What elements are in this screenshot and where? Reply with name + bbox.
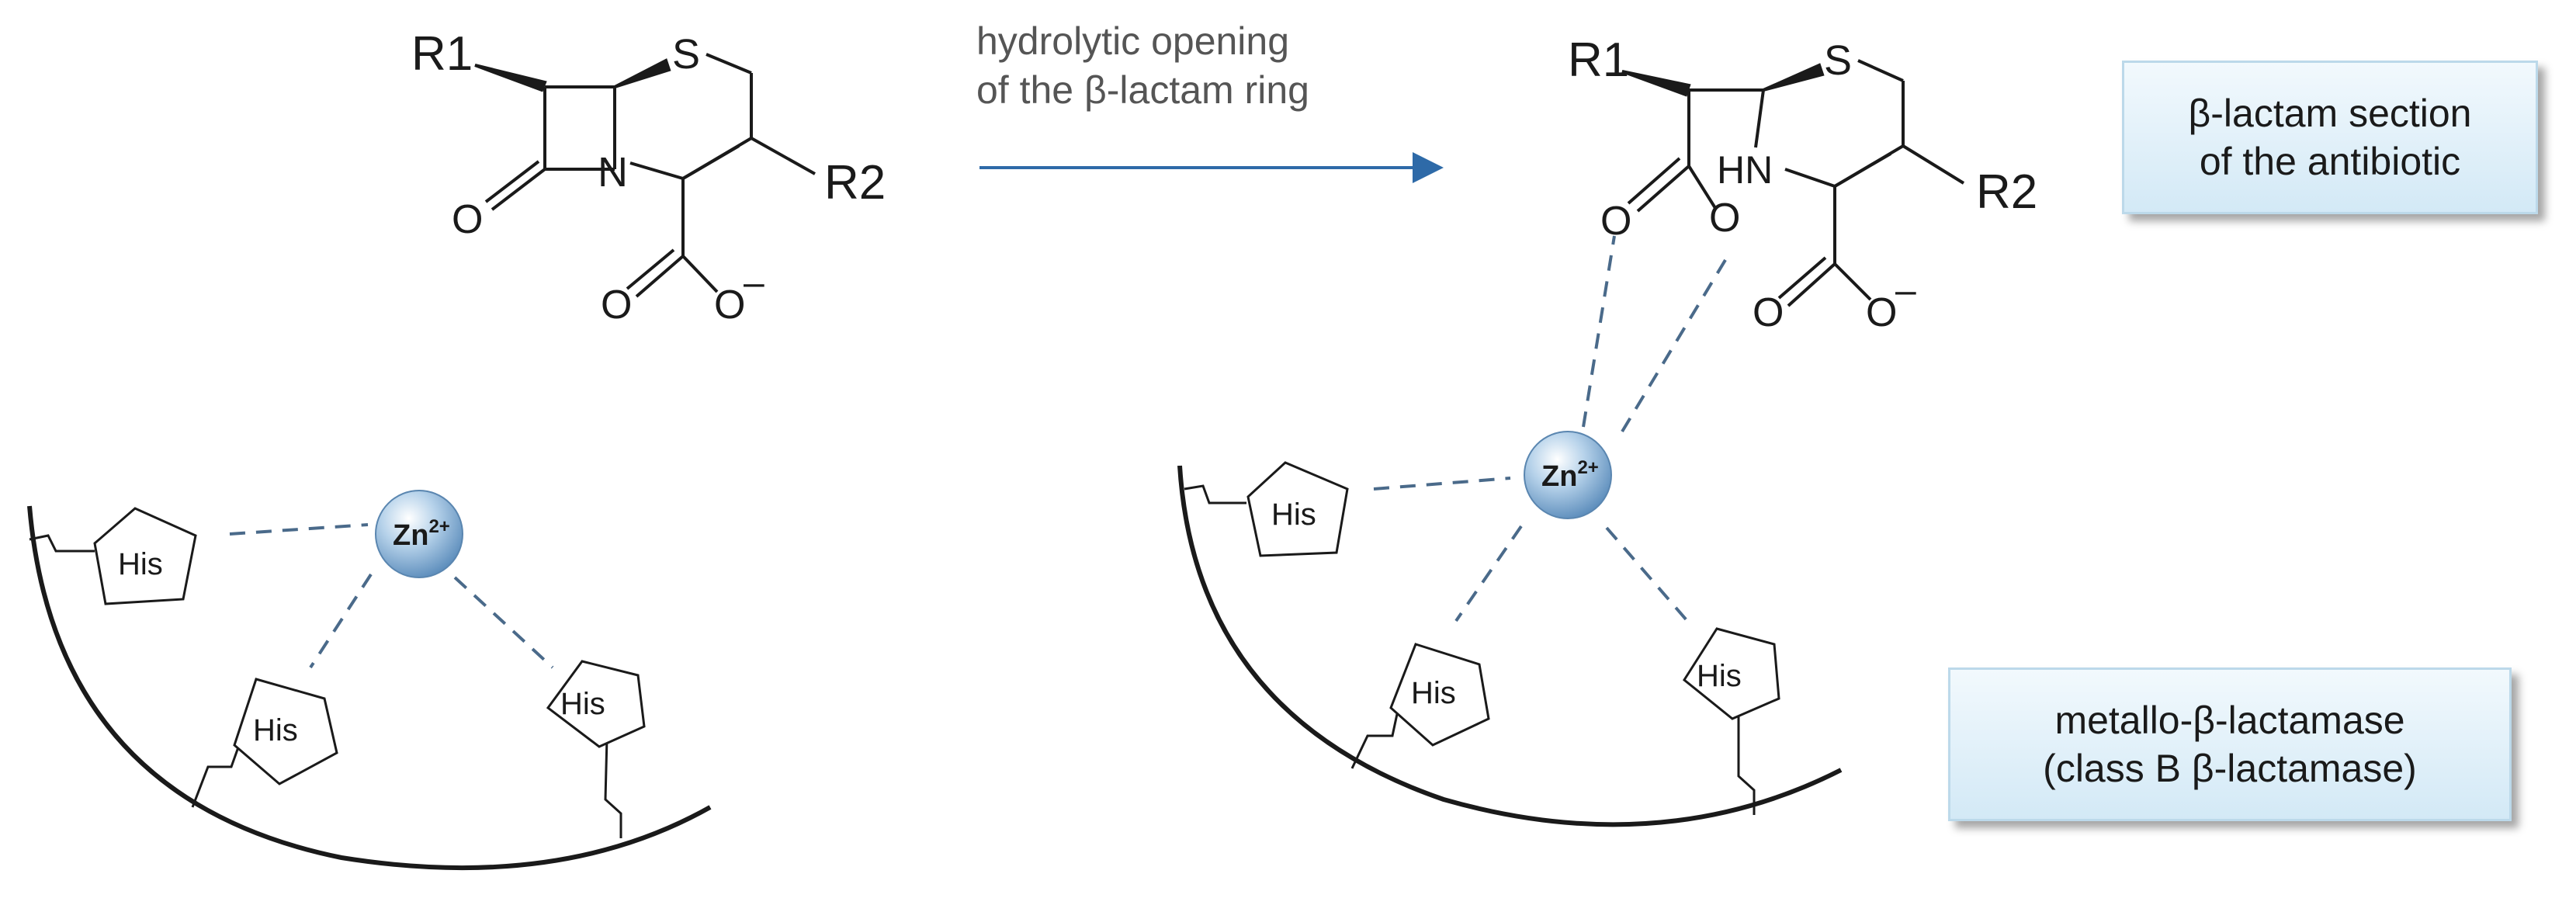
his-linker-right-3 <box>1737 713 1756 815</box>
r2-bond <box>751 137 816 175</box>
zinc-ion-left <box>375 490 463 578</box>
oxygen-label-right-carboxyl: O <box>1753 290 1784 335</box>
lactam-box-line-2: of the antibiotic <box>2199 140 2461 183</box>
left-enzyme-site: His His His Zn2+ <box>27 490 712 871</box>
oxygen-label-left-carboxyl: O <box>601 283 632 328</box>
carboxyl-co-1 <box>635 255 685 298</box>
lactam-carbonyl-2 <box>484 160 540 203</box>
carboxyl-co-1-right <box>1787 262 1836 307</box>
coordination-right-3 <box>1605 526 1689 622</box>
his-ring-right-2 <box>1389 643 1490 747</box>
carboxyl-co-2 <box>626 248 675 290</box>
ring-bond-s-ch2-right <box>1857 59 1904 82</box>
his-linker-right-1 <box>1184 484 1246 505</box>
carboxyl-co-2-right <box>1777 256 1827 300</box>
oxygen-label-right-opened-2: O <box>1709 196 1740 241</box>
ring-bond-c4-n <box>629 161 684 180</box>
arrow-caption-line-2: of the β-lactam ring <box>976 68 1309 112</box>
enzyme-label-box: metallo-β-lactamase (class B β-lactamase… <box>1948 667 2512 821</box>
his-label-right-1: His <box>1271 498 1316 532</box>
his-label-left-3: His <box>560 687 605 721</box>
charge-right: – <box>1895 270 1916 311</box>
coordination-left-3 <box>453 576 554 669</box>
coordination-left-1 <box>229 523 369 536</box>
coordination-right-1 <box>1373 477 1511 491</box>
sulfur-label-right: S <box>1824 37 1852 84</box>
r2-bond-right <box>1902 144 1965 185</box>
charge-left: – <box>744 262 764 303</box>
c-n-bond-right <box>1754 89 1765 148</box>
s-wedge-bond-right <box>1763 63 1825 92</box>
sulfur-label-left: S <box>672 31 700 78</box>
enzyme-backbone-right <box>1177 465 1843 827</box>
r2-label-left: R2 <box>824 156 886 210</box>
his-label-left-1: His <box>118 547 163 581</box>
enzyme-box-line-2: (class B β-lactamase) <box>2043 747 2417 790</box>
amine-label-right: HN <box>1717 148 1773 192</box>
his-ring-left-3 <box>546 660 646 748</box>
his-ring-left-1 <box>93 507 197 605</box>
s-wedge-bond <box>614 58 671 88</box>
his-linker-left-2 <box>191 744 241 808</box>
r2-label-right: R2 <box>1976 165 2037 219</box>
oxygen-label-right-opened-1: O <box>1600 199 1631 244</box>
right-enzyme-site: His His His Zn2+ <box>1177 235 1843 827</box>
carboxylate-o-right: O <box>1866 290 1897 335</box>
lactam-carbonyl-1 <box>491 168 546 211</box>
his-linker-left-3 <box>604 737 622 838</box>
zinc-label-right: Zn2+ <box>1541 457 1599 493</box>
oxygen-label-left-lactam: O <box>452 197 483 242</box>
enzyme-box-line-1: metallo-β-lactamase <box>2054 698 2405 742</box>
ring-double-bond <box>681 144 740 180</box>
his-ring-right-1 <box>1246 461 1349 557</box>
r1-wedge-bond-right <box>1621 70 1691 97</box>
opened-co-2 <box>1627 157 1681 205</box>
coordination-right-2 <box>1454 525 1523 622</box>
coordination-right-5 <box>1621 255 1729 433</box>
his-linker-right-2 <box>1350 713 1399 769</box>
carboxylate-o-left: O <box>714 283 745 328</box>
opened-cephalosporin <box>1621 59 1965 307</box>
nitrogen-label-left: N <box>598 149 628 196</box>
carboxyl-o-bond <box>681 255 719 293</box>
intact-cephalosporin <box>474 53 816 298</box>
his-label-left-2: His <box>253 713 298 747</box>
opened-co-1 <box>1636 165 1690 213</box>
arrow-caption-line-1: hydrolytic opening <box>976 19 1290 63</box>
his-linker-left-1 <box>29 534 95 553</box>
zinc-ion-right <box>1524 431 1612 519</box>
arrow-caption: hydrolytic opening of the β-lactam ring <box>976 17 1442 114</box>
lactam-box-line-1: β-lactam section <box>2188 91 2472 135</box>
ring-bond-s-ch2 <box>706 53 752 75</box>
r1-label-right: R1 <box>1568 33 1629 87</box>
zinc-label-left: Zn2+ <box>393 516 450 552</box>
opened-c-o-bond <box>1687 165 1717 210</box>
carboxyl-o-bond-right <box>1833 262 1872 301</box>
his-ring-right-3 <box>1683 627 1780 720</box>
lactam-section-box: β-lactam section of the antibiotic <box>2122 61 2538 214</box>
r1-wedge-bond <box>474 64 547 92</box>
ring-bond-c4-n-right <box>1784 168 1836 188</box>
r1-label-left: R1 <box>411 27 473 81</box>
his-ring-left-2 <box>233 678 338 785</box>
coordination-right-4 <box>1582 235 1616 428</box>
his-label-right-2: His <box>1411 676 1456 710</box>
ring-double-bond-right <box>1833 152 1892 188</box>
coordination-left-2 <box>309 573 373 669</box>
enzyme-backbone-left <box>27 505 712 871</box>
his-label-right-3: His <box>1697 659 1742 693</box>
